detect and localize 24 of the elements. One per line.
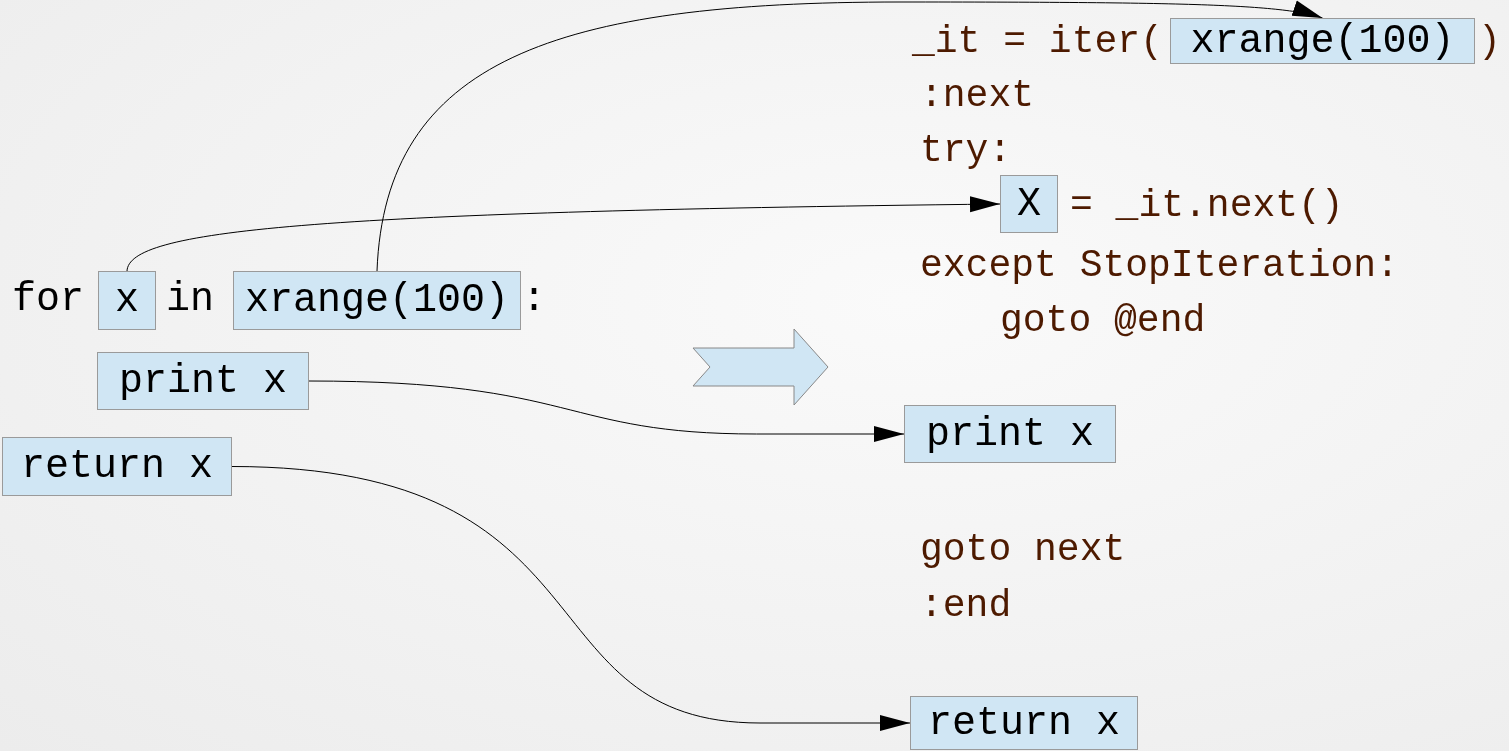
code-box: xrange(100) <box>1170 18 1475 64</box>
code-text: try: <box>920 132 1012 170</box>
code-box: xrange(100) <box>233 271 521 330</box>
arrow <box>376 1 1323 272</box>
code-text: goto @end <box>1000 302 1206 340</box>
arrow <box>126 196 1001 272</box>
code-text: goto next <box>920 531 1126 569</box>
code-text: :end <box>920 587 1012 625</box>
code-text: _it = iter( <box>912 23 1163 61</box>
code-text: for <box>12 280 84 320</box>
code-box: return x <box>2 437 232 496</box>
arrow <box>231 466 911 731</box>
code-text: ) <box>1478 23 1501 61</box>
code-box: x <box>98 271 156 330</box>
code-box: X <box>1000 175 1058 233</box>
arrow <box>308 380 905 442</box>
code-text: in <box>166 280 214 320</box>
code-box: return x <box>910 696 1138 750</box>
code-box: print x <box>904 405 1116 463</box>
code-text: : <box>522 280 546 320</box>
code-box: print x <box>97 352 309 410</box>
code-text: = _it.next() <box>1070 187 1344 225</box>
code-text: except StopIteration: <box>920 247 1399 285</box>
code-text: :next <box>920 77 1035 115</box>
